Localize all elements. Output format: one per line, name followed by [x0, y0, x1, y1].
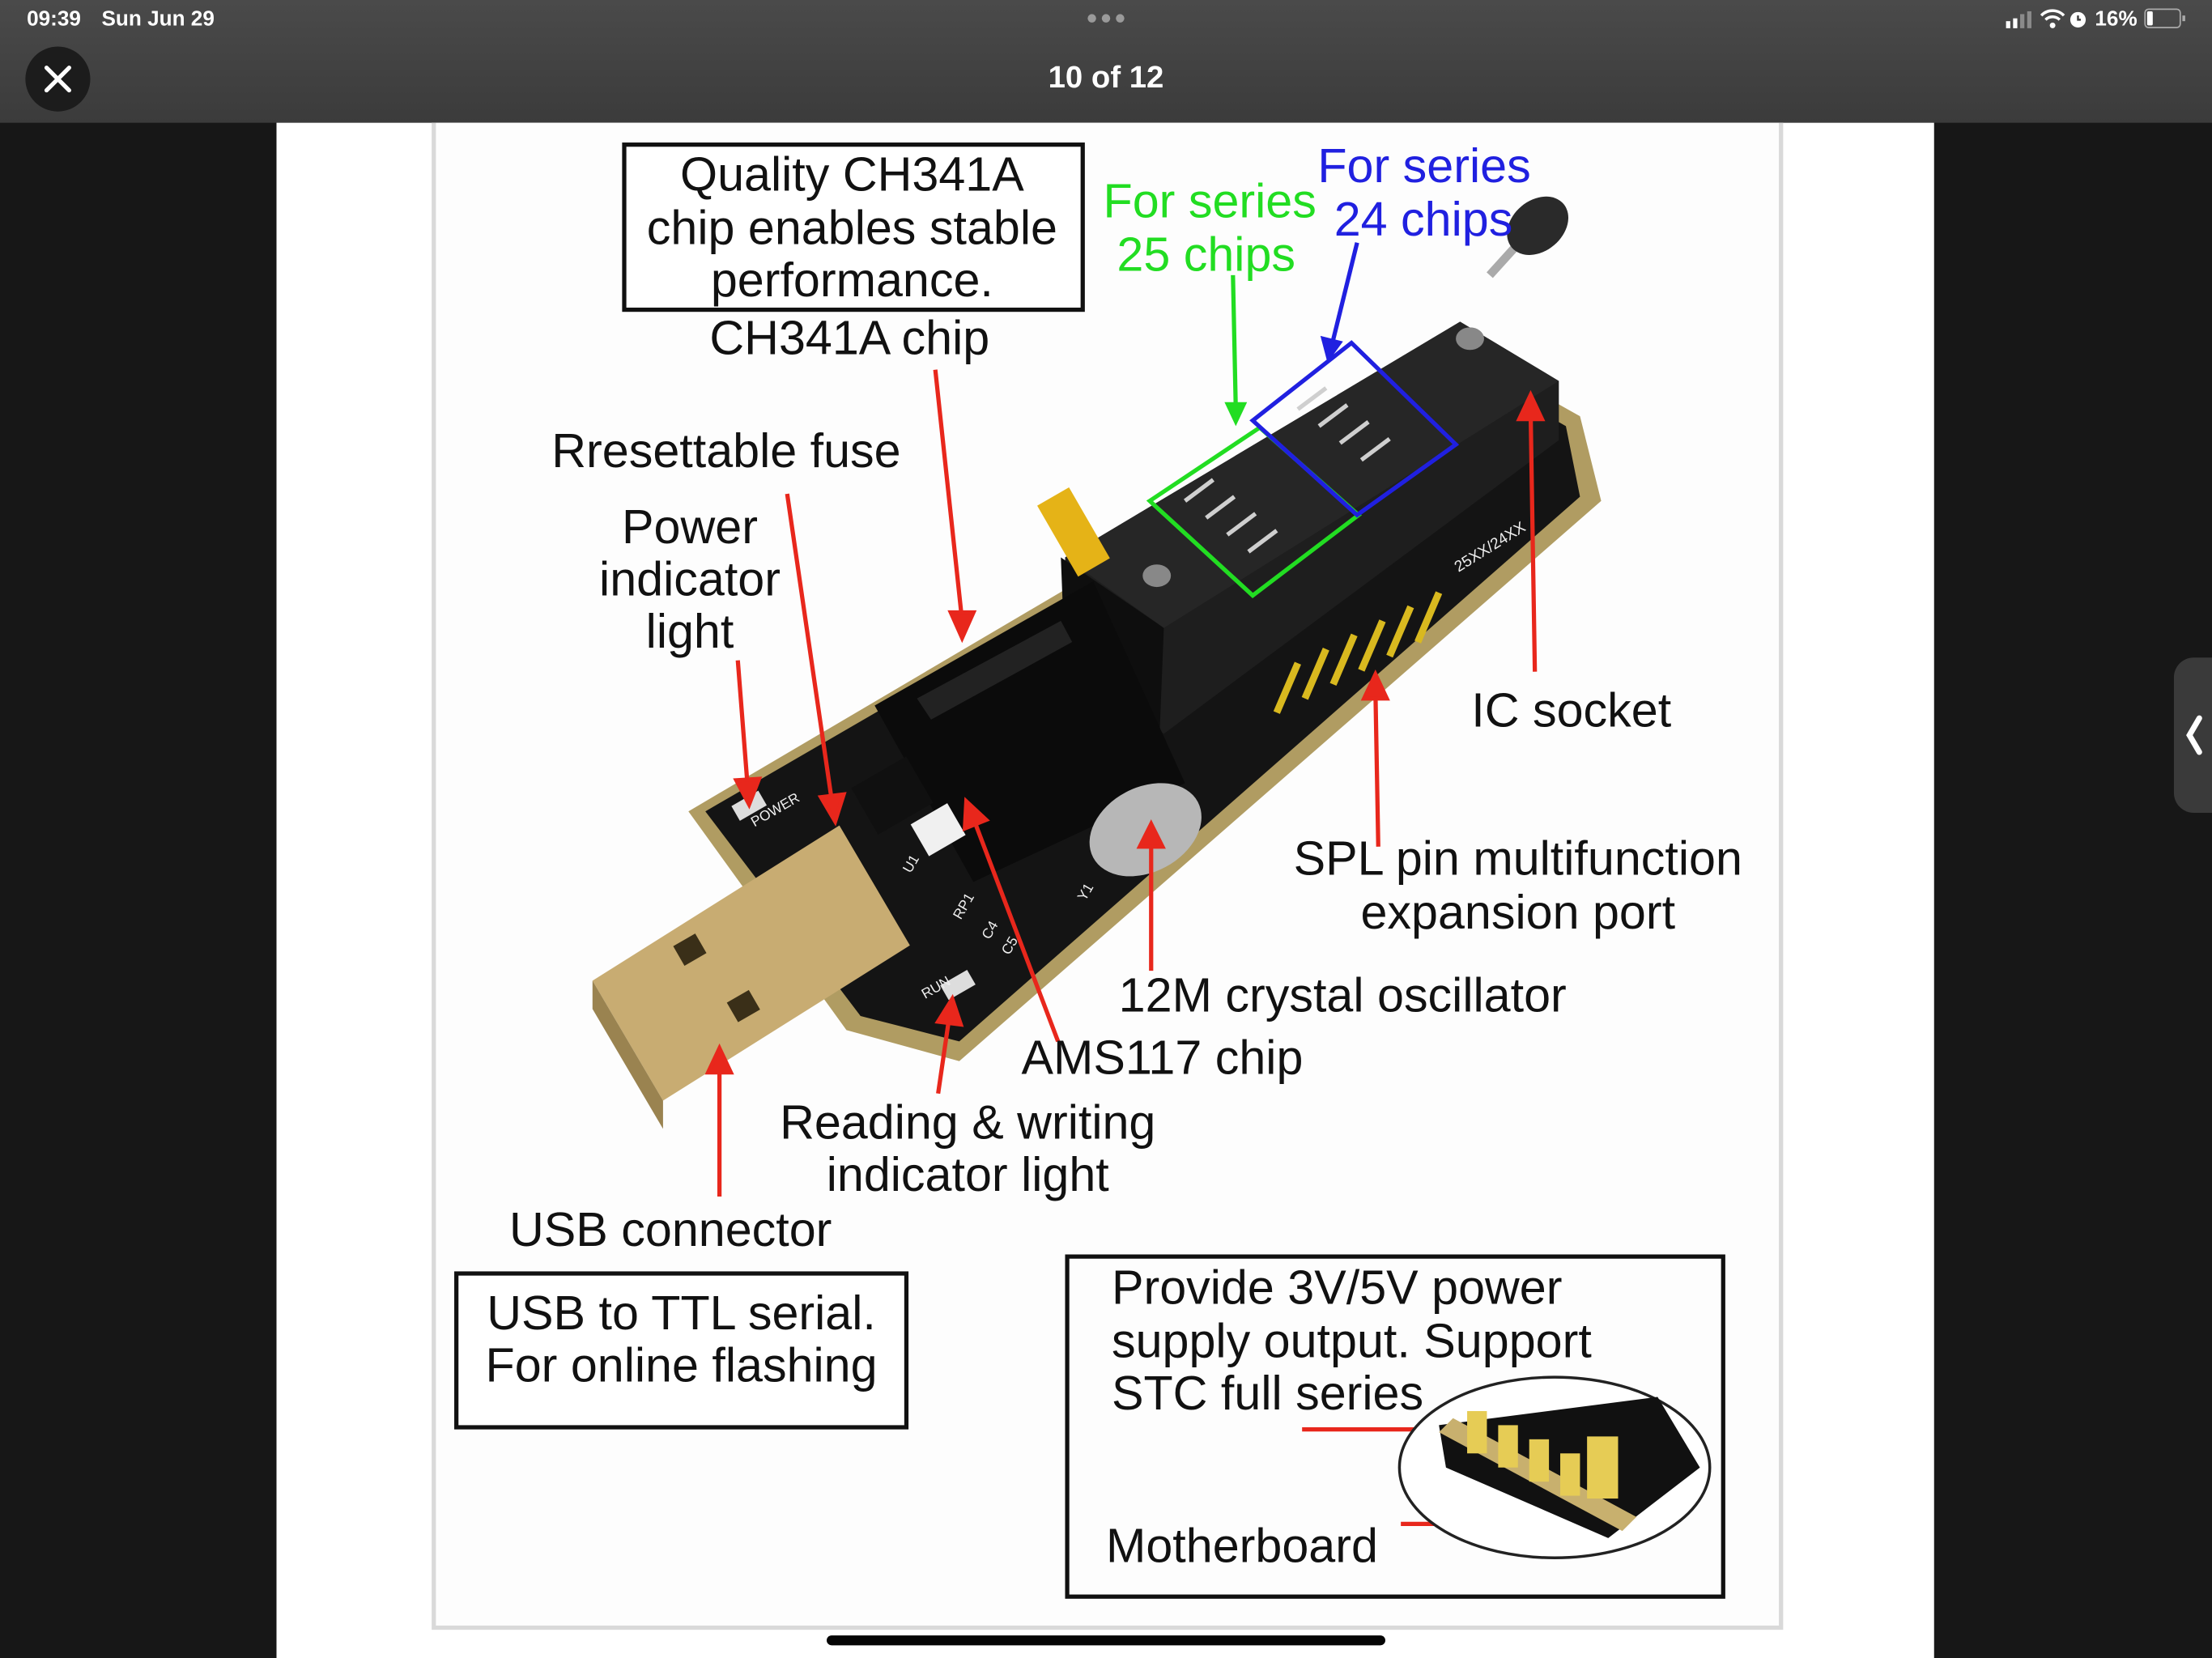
crystal-label: 12M crystal oscillator [1118, 969, 1567, 1023]
power-line-3: STC full series [1111, 1367, 1424, 1422]
spl-line-1: SPL pin multifunction [1293, 832, 1742, 886]
rw-light-line-2: indicator light [826, 1148, 1109, 1203]
series25-line-1: For series [1103, 175, 1317, 229]
usb-ttl-line-2: For online flashing [485, 1339, 878, 1393]
power-light-line-3: light [645, 605, 734, 659]
side-pull-tab[interactable] [2173, 657, 2212, 813]
home-indicator[interactable] [827, 1635, 1385, 1646]
quality-line-3: performance. [710, 253, 993, 308]
power-line-2: supply output. Support [1111, 1315, 1592, 1369]
wifi-icon [2040, 9, 2065, 28]
power-supply-box [1065, 1254, 1725, 1599]
ams117-label: AMS117 chip [1021, 1031, 1304, 1086]
more-dots-icon[interactable] [1087, 14, 1125, 23]
power-light-line-1: Power [622, 500, 758, 555]
cellular-signal-icon [2006, 11, 2031, 28]
series24-line-2: 24 chips [1334, 193, 1513, 248]
close-button[interactable] [25, 46, 91, 112]
ic-socket-label: IC socket [1471, 684, 1672, 738]
resettable-fuse-label: Rresettable fuse [551, 424, 901, 478]
usb-ttl-line-1: USB to TTL serial. [487, 1286, 876, 1341]
quality-line-1: Quality CH341A [680, 148, 1024, 202]
motherboard-label: Motherboard [1106, 1520, 1378, 1574]
programmer-board-illustration [592, 196, 1712, 1559]
battery-icon [2144, 8, 2185, 28]
status-date: Sun Jun 29 [101, 6, 215, 32]
usb-connector-label: USB connector [508, 1203, 832, 1257]
power-light-line-2: indicator [599, 553, 781, 607]
alarm-icon [2069, 11, 2087, 28]
rw-light-line-1: Reading & writing [780, 1096, 1156, 1150]
spl-line-2: expansion port [1360, 886, 1676, 940]
status-time: 09:39 [27, 6, 81, 32]
quality-box [622, 142, 1085, 312]
product-image: POWER RUN U1 RP1 Y1 C4 C5 25XX/24XX Qual… [276, 122, 1934, 1658]
series25-line-2: 25 chips [1117, 228, 1296, 283]
ch341a-chip-label: CH341A chip [709, 312, 990, 366]
close-icon [44, 66, 71, 93]
power-line-1: Provide 3V/5V power [1111, 1261, 1563, 1316]
battery-percent: 16% [2095, 6, 2138, 32]
photo-counter: 10 of 12 [1048, 59, 1164, 95]
series24-line-1: For series [1317, 139, 1531, 193]
usb-ttl-box [454, 1271, 909, 1430]
chevron-left-icon [2186, 715, 2202, 755]
quality-line-2: chip enables stable [646, 202, 1057, 256]
